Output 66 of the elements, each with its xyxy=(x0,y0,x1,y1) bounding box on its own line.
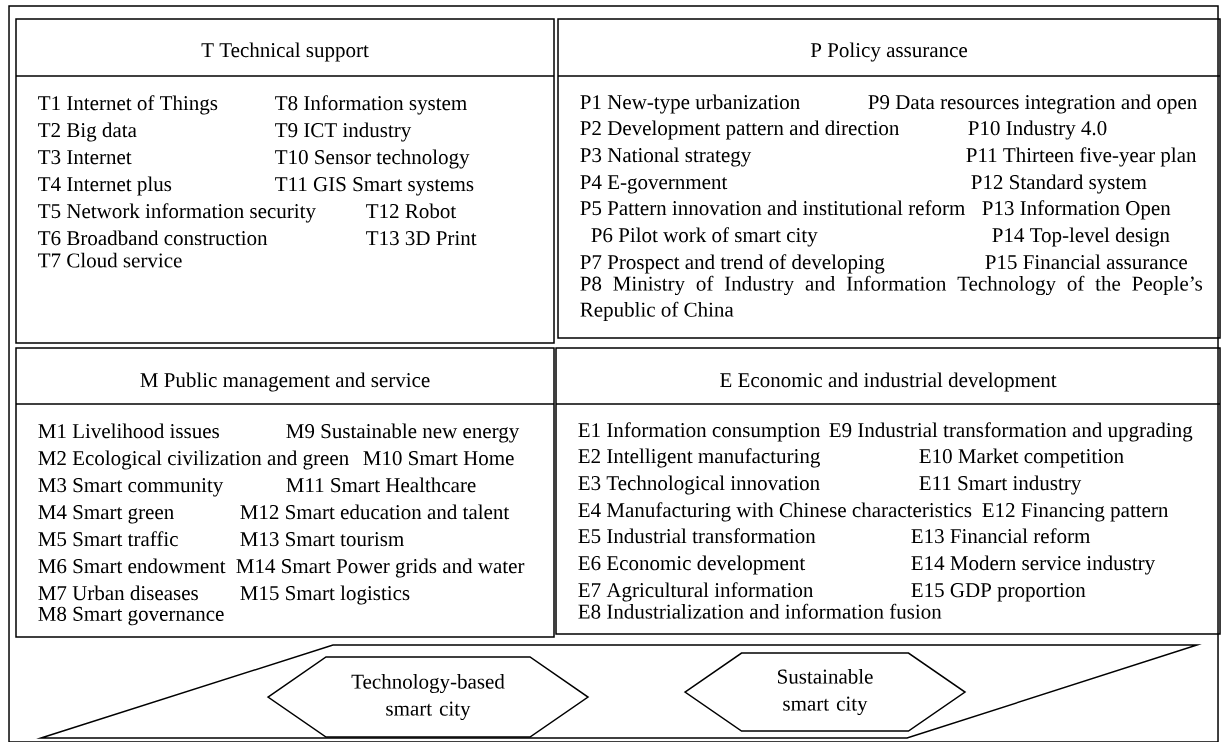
list-item: M7 Urban diseases xyxy=(38,585,198,601)
list-item: P11 Thirteen five-year plan xyxy=(966,147,1197,167)
list-item: T3 Internet xyxy=(38,150,132,165)
list-item: T4 Internet plus xyxy=(38,176,172,196)
list-item: M9 Sustainable new energy xyxy=(286,423,520,443)
list-item: E2 Intelligent manufacturing xyxy=(578,448,820,468)
list-item: P13 Information Open xyxy=(982,200,1171,220)
list-item: E15 GDP proportion xyxy=(911,583,1086,602)
list-item: P14 Top-level design xyxy=(992,227,1170,247)
list-item: T11 GIS Smart systems xyxy=(275,177,474,196)
list-item: P3 National strategy xyxy=(580,147,752,167)
list-item: M11 Smart Healthcare xyxy=(286,477,476,493)
list-item: M2 Ecological civilization and green xyxy=(38,450,349,470)
list-item: E8 Industrialization and information fusion xyxy=(578,603,942,619)
list-item: M10 Smart Home xyxy=(363,451,514,466)
panel-heading: P Policy assurance xyxy=(810,42,967,62)
list-item: P15 Financial assurance xyxy=(985,254,1187,270)
panel-heading: T Technical support xyxy=(201,42,369,62)
list-item: M13 Smart tourism xyxy=(240,532,404,547)
list-item: M1 Livelihood issues xyxy=(38,423,219,439)
list-item: T9 ICT industry xyxy=(275,122,412,142)
list-item: T12 Robot xyxy=(366,203,457,219)
list-item: M4 Smart green xyxy=(38,505,174,524)
list-item: P4 E-government xyxy=(580,175,728,194)
list-item: E6 Economic development xyxy=(578,555,806,575)
panel-box xyxy=(15,18,555,344)
list-item: E7 Agricultural information xyxy=(578,582,814,602)
list-item: T10 Sensor technology xyxy=(275,149,470,169)
list-item: M8 Smart governance xyxy=(38,606,224,626)
list-item: E13 Financial reform xyxy=(911,528,1091,544)
list-item: M3 Smart community xyxy=(38,478,224,497)
panel-box xyxy=(555,347,1221,635)
list-item: T6 Broadband construction xyxy=(38,230,268,246)
list-item: E3 Technological innovation xyxy=(578,475,820,495)
list-item: P5 Pattern innovation and institutional reform xyxy=(580,200,965,216)
list-item: P10 Industry 4.0 xyxy=(968,120,1107,140)
list-item: P9 Data resources integration and open xyxy=(868,94,1197,114)
list-item: M12 Smart education and talent xyxy=(240,504,510,520)
panel-box xyxy=(15,347,555,638)
list-item: M6 Smart endowment xyxy=(38,558,226,574)
list-item: T13 3D Print xyxy=(366,231,477,246)
list-item: T5 Network information security xyxy=(38,203,316,223)
list-item: P7 Prospect and trend of developing xyxy=(580,254,885,274)
list-item: T7 Cloud service xyxy=(38,252,182,268)
list-item: E4 Manufacturing with Chinese characteristics xyxy=(578,502,972,522)
list-item: E10 Market competition xyxy=(919,448,1124,468)
list-item: T2 Big data xyxy=(38,122,137,142)
list-item: E14 Modern service industry xyxy=(911,555,1156,575)
list-item: E12 Financing pattern xyxy=(982,503,1169,522)
list-item: P6 Pilot work of smart city xyxy=(591,227,818,247)
list-item: P12 Standard system xyxy=(971,174,1147,194)
panel-box xyxy=(557,18,1221,339)
list-item: M14 Smart Power grids and water xyxy=(236,558,525,578)
list-item: T8 Information system xyxy=(275,95,467,115)
panel-heading: M Public management and service xyxy=(140,372,430,392)
list-item: E11 Smart industry xyxy=(919,475,1082,495)
list-item: P2 Development pattern and direction xyxy=(580,120,900,140)
list-item: E9 Industrial transformation and upgrading xyxy=(829,422,1193,442)
list-item: M5 Smart traffic xyxy=(38,531,178,547)
list-item: M15 Smart logistics xyxy=(240,585,410,605)
panel-heading: E Economic and industrial development xyxy=(720,372,1057,392)
list-item: E5 Industrial transformation xyxy=(578,528,816,544)
list-item: E1 Information consumption xyxy=(578,422,821,442)
list-item: T1 Internet of Things xyxy=(38,95,218,115)
list-item: P8 Ministry of Industry and Information Technology of the People’s Republic of China xyxy=(580,275,1203,321)
list-item: P1 New-type urbanization xyxy=(580,94,800,114)
